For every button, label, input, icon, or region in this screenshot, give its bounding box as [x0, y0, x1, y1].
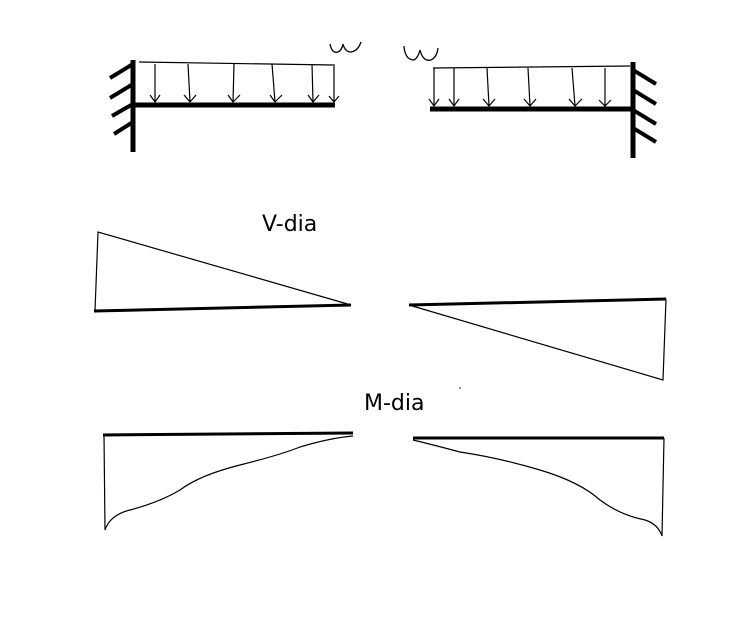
left-distributed-load-arrows [149, 63, 340, 104]
left-moment-baseline [102, 431, 354, 437]
right-shear-diagram [408, 297, 667, 381]
load-symbol-w-right [403, 45, 439, 61]
right-moment-diagram [412, 436, 665, 537]
left-shear-triangle [94, 231, 352, 312]
right-distributed-load-arrows [428, 67, 612, 108]
moment-diagram-label: M-dia [364, 391, 425, 416]
left-cantilever [108, 60, 340, 152]
right-shear-baseline [408, 297, 667, 307]
load-symbol-w-left [329, 41, 362, 53]
right-moment-curve [412, 437, 665, 537]
left-shear-baseline [93, 303, 352, 313]
right-shear-triangle [408, 298, 667, 381]
right-load-line [432, 65, 631, 69]
left-moment-curve [103, 434, 354, 531]
shear-diagram-label: V-dia [262, 212, 318, 237]
left-wall-hatching [108, 62, 135, 136]
right-wall-hatching [631, 68, 658, 144]
stray-dot [459, 387, 461, 389]
right-cantilever [428, 62, 658, 158]
left-load-line [138, 61, 334, 66]
left-shear-diagram [93, 231, 352, 313]
left-moment-diagram [102, 431, 354, 531]
